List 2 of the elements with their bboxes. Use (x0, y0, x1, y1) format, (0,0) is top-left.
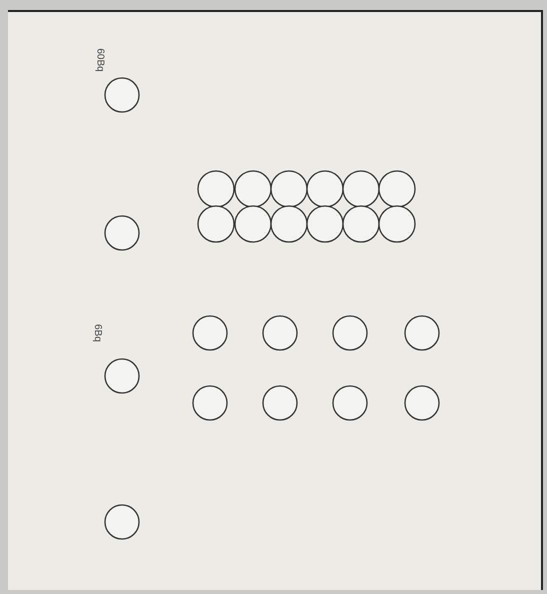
activity-label: 60Bq (94, 48, 106, 72)
activity-label: 6Bq (92, 324, 103, 342)
